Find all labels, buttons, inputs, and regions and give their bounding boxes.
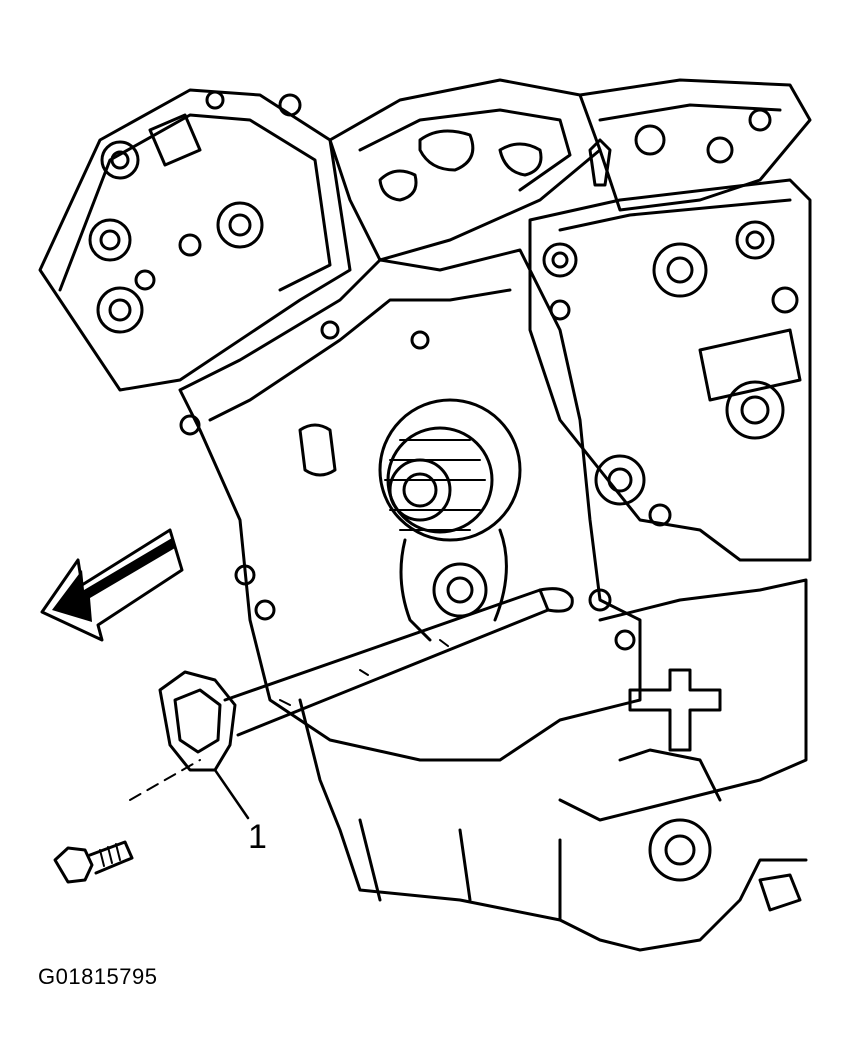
front-cover — [178, 248, 642, 762]
figure-id: G01815795 — [38, 964, 158, 989]
upper-valve-covers — [328, 78, 812, 262]
alignment-dashed-line — [129, 759, 201, 801]
sprocket-assembly — [378, 398, 522, 642]
callout-leader — [213, 768, 250, 820]
left-cylinder-head — [38, 88, 352, 392]
callout-number: 1 — [248, 818, 267, 856]
right-cylinder-head — [528, 178, 812, 562]
bolt-icon — [53, 840, 134, 884]
direction-arrow-icon — [40, 528, 184, 642]
lower-block-oil-pan — [298, 578, 808, 952]
sensor-icon — [158, 587, 574, 772]
